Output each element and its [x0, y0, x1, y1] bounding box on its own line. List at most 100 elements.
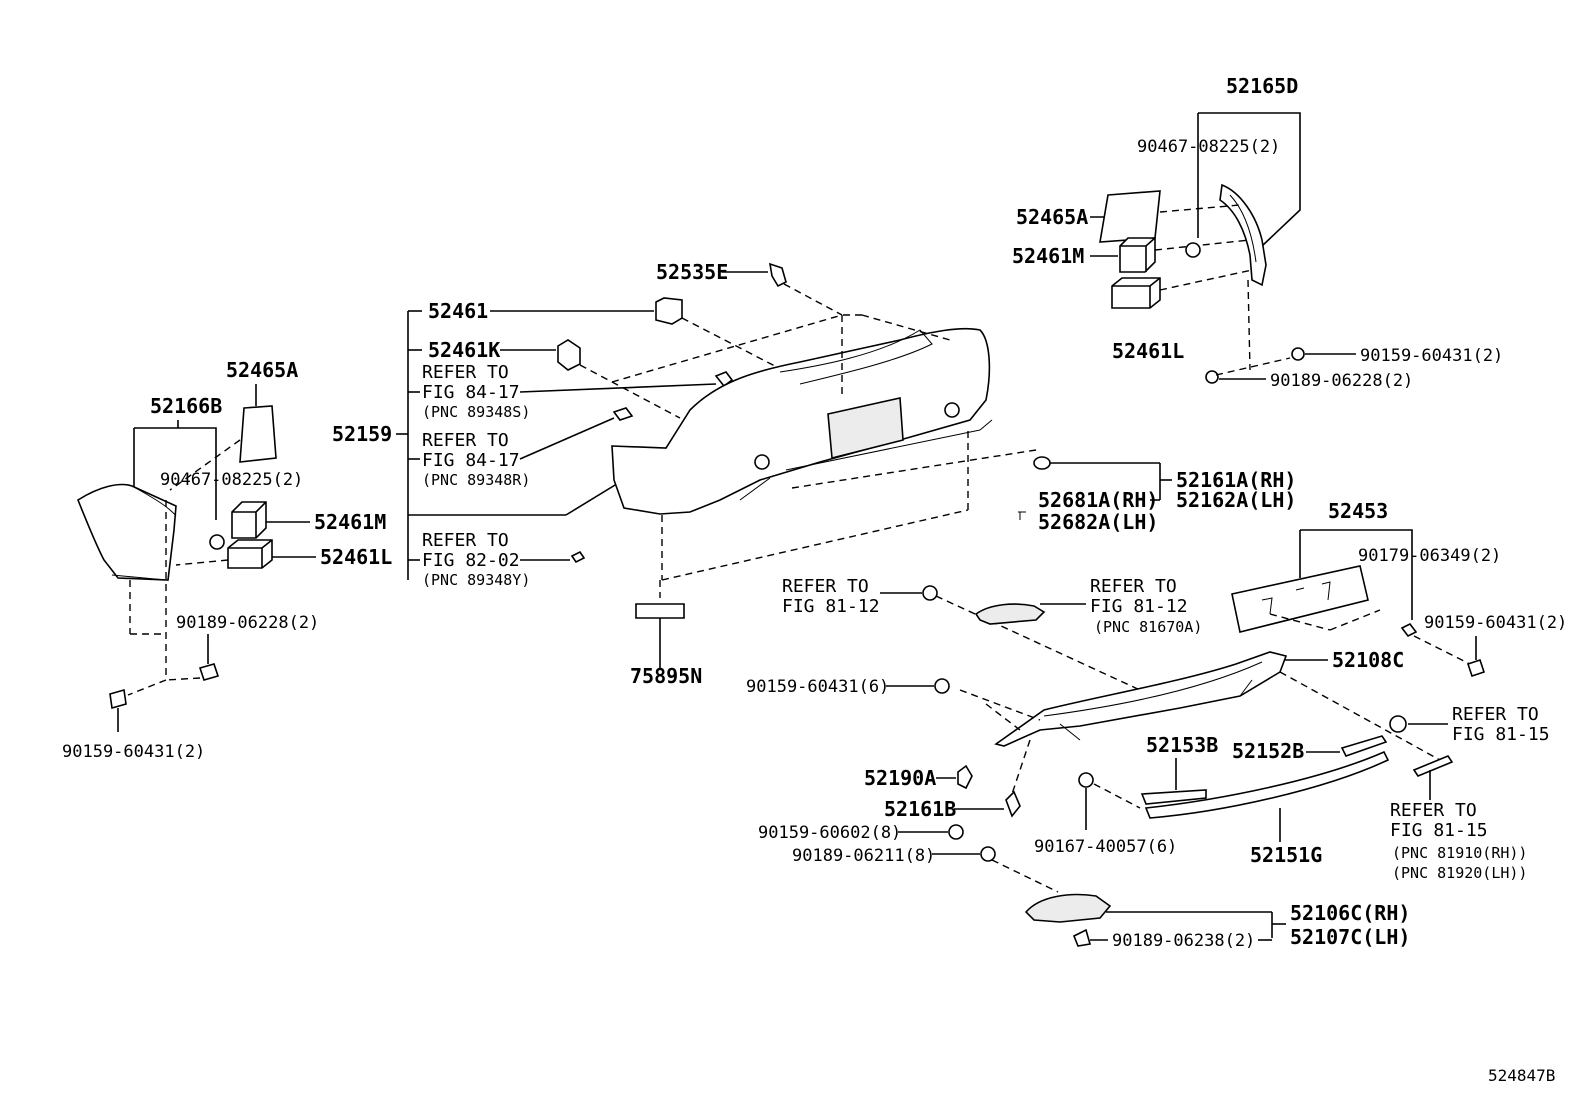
label-52153B[interactable]: 52153B [1146, 733, 1218, 757]
ref-81-15b-line1[interactable]: REFER TO [1390, 800, 1477, 821]
ref-82-02-line2[interactable]: FIG 82-02 [422, 550, 520, 571]
screw-90159-plate [1466, 658, 1486, 678]
bumper-hole-right [944, 402, 960, 418]
cap-52161A [1033, 456, 1051, 470]
ref-82-02-line1[interactable]: REFER TO [422, 530, 509, 551]
label-52166B[interactable]: 52166B [150, 394, 222, 418]
ref-84-17b-line1[interactable]: REFER TO [422, 430, 509, 451]
sensor-89348R [612, 407, 634, 421]
ref-81-15b-pnc2[interactable]: (PNC 81920(LH)) [1392, 864, 1527, 882]
label-90189-06211[interactable]: 90189-06211(8) [792, 846, 935, 866]
label-52453[interactable]: 52453 [1328, 499, 1388, 523]
label-52161B[interactable]: 52161B [884, 797, 956, 821]
label-52159[interactable]: 52159 [332, 422, 392, 446]
label-52681A[interactable]: 52681A(RH) [1038, 488, 1158, 512]
clip-52535E [768, 262, 787, 288]
label-52461L-right[interactable]: 52461L [1112, 339, 1184, 363]
group-52108C: REFER TO FIG 81-12 REFER TO FIG 81-12 (P… [746, 576, 1550, 951]
side-reflector-right [1219, 183, 1267, 287]
clip-81-12 [922, 585, 938, 601]
bolt-90189-06238 [1072, 928, 1092, 947]
label-75895N[interactable]: 75895N [630, 664, 702, 688]
label-52465A-left[interactable]: 52465A [226, 358, 298, 382]
block-52461 [655, 297, 683, 325]
ref-84-17b-line2[interactable]: FIG 84-17 [422, 450, 520, 471]
label-52161A[interactable]: 52161A(RH) [1176, 468, 1296, 492]
ref-81-12a-line2[interactable]: FIG 81-12 [782, 596, 880, 617]
label-52108C[interactable]: 52108C [1332, 648, 1404, 672]
label-52107C[interactable]: 52107C(LH) [1290, 925, 1410, 949]
plate-bracket-52453 [1231, 565, 1369, 633]
label-52682A[interactable]: 52682A(LH) [1038, 510, 1158, 534]
figure-code: 524847B [1488, 1066, 1555, 1085]
group-52453: 52453 90179-06349(2) 90159-60431(2) [1231, 499, 1567, 678]
screw-90159-60602 [948, 824, 964, 840]
ref-81-12b-line1[interactable]: REFER TO [1090, 576, 1177, 597]
light-81670A [974, 603, 1046, 625]
label-90159-60431-plate[interactable]: 90159-60431(2) [1424, 613, 1567, 633]
label-90159-60431-right[interactable]: 90159-60431(2) [1360, 346, 1503, 366]
ref-81-15b-line2[interactable]: FIG 81-15 [1390, 820, 1488, 841]
group-52159: 52535E 52461 52461K REFER TO FIG 84-17 (… [332, 260, 1296, 688]
ref-84-17a-pnc[interactable]: (PNC 89348S) [422, 403, 530, 421]
label-90467-08225-right[interactable]: 90467-08225(2) [1137, 137, 1280, 157]
bolt-90189-06211 [980, 846, 996, 862]
label-52165D[interactable]: 52165D [1226, 74, 1298, 98]
label-52151G[interactable]: 52151G [1250, 843, 1322, 867]
ref-84-17b-pnc[interactable]: (PNC 89348R) [422, 471, 530, 489]
ref-81-15b-pnc1[interactable]: (PNC 81910(RH)) [1392, 844, 1527, 862]
pad-52465A-left [239, 405, 277, 463]
label-90189-06228-right[interactable]: 90189-06228(2) [1270, 371, 1413, 391]
ref-81-12b-pnc[interactable]: (PNC 81670A) [1094, 618, 1202, 636]
label-52190A[interactable]: 52190A [864, 766, 936, 790]
label-90159-60431-left[interactable]: 90159-60431(2) [62, 742, 205, 762]
label-52461M-right[interactable]: 52461M [1012, 244, 1084, 268]
label-90159-60602[interactable]: 90159-60602(8) [758, 823, 901, 843]
ref-81-12a-line1[interactable]: REFER TO [782, 576, 869, 597]
ref-81-12b-line2[interactable]: FIG 81-12 [1090, 596, 1188, 617]
label-52535E[interactable]: 52535E [656, 260, 728, 284]
block-52461M-left [231, 501, 267, 539]
molding-52151G [1144, 750, 1390, 819]
label-52152B[interactable]: 52152B [1232, 739, 1304, 763]
ref-82-02-pnc[interactable]: (PNC 89348Y) [422, 571, 530, 589]
bumper-hole-left [754, 454, 770, 470]
ref-81-15a-line2[interactable]: FIG 81-15 [1452, 724, 1550, 745]
emblem-75895N [635, 603, 685, 619]
label-52162A[interactable]: 52162A(LH) [1176, 488, 1296, 512]
label-90467-08225-left[interactable]: 90467-08225(2) [160, 470, 303, 490]
block-52461K [557, 339, 581, 371]
ref-84-17a-line1[interactable]: REFER TO [422, 362, 509, 383]
block-52461L-right [1111, 277, 1161, 309]
ref-81-15a-line1[interactable]: REFER TO [1452, 704, 1539, 725]
reinforcement-52108C [994, 651, 1288, 747]
block-52461M-right [1119, 237, 1156, 273]
label-52461L-left[interactable]: 52461L [320, 545, 392, 569]
retainer-52106C [1024, 893, 1112, 923]
label-52465A-right[interactable]: 52465A [1016, 205, 1088, 229]
clip-52190A [957, 764, 973, 790]
label-90189-06228-left[interactable]: 90189-06228(2) [176, 613, 319, 633]
group-52166B: 52465A 52166B 90467-08225(2) 52461M 5246… [62, 358, 392, 762]
label-52461M-left[interactable]: 52461M [314, 510, 386, 534]
group-52165D: 52165D 90467-08225(2) 52465A 52461M 5246… [1012, 74, 1503, 391]
clip-52161B [1005, 790, 1021, 818]
label-52106C[interactable]: 52106C(RH) [1290, 901, 1410, 925]
label-90167-40057[interactable]: 90167-40057(6) [1034, 837, 1177, 857]
side-extension-52166B [77, 483, 177, 581]
label-90179-06349[interactable]: 90179-06349(2) [1358, 546, 1501, 566]
sensor-89348S [714, 371, 734, 388]
clip-90467-left [209, 534, 225, 550]
license-recess [827, 397, 904, 460]
ref-84-17a-line2[interactable]: FIG 84-17 [422, 382, 520, 403]
label-52461[interactable]: 52461 [428, 299, 488, 323]
screw-90167 [1078, 772, 1094, 788]
pin-52681A [1018, 511, 1026, 520]
bolt-90189-right [1205, 370, 1219, 384]
label-90189-06238[interactable]: 90189-06238(2) [1112, 931, 1255, 951]
label-52461K[interactable]: 52461K [428, 338, 500, 362]
clip-81-15 [1389, 715, 1407, 733]
label-90159-60431-6[interactable]: 90159-60431(6) [746, 677, 889, 697]
garnish-52152B [1340, 735, 1388, 757]
pad-52465A-right [1099, 190, 1161, 243]
